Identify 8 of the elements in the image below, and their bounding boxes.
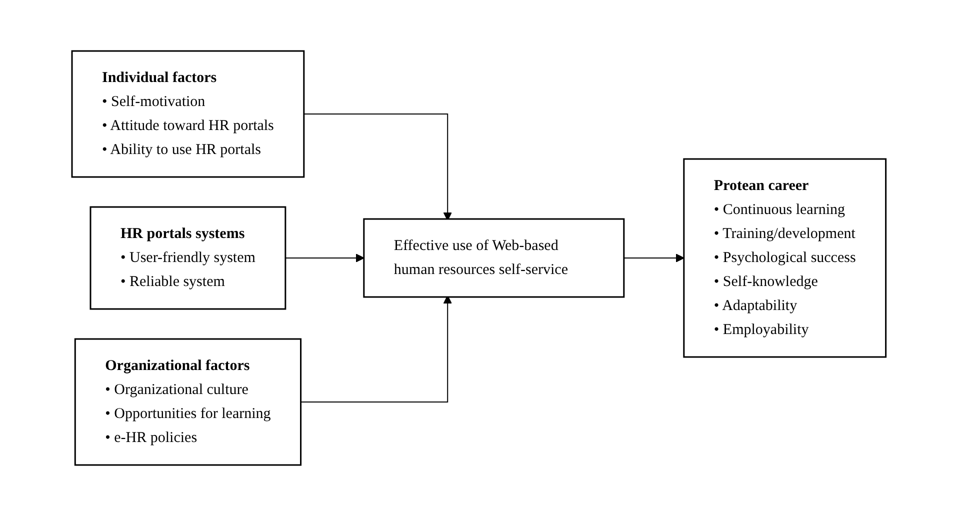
node-box: HR portals systems • User-friendly system • Reliable system	[89, 206, 286, 310]
node-box: Protean career • Continuous learning • Training/development • Psychological success • Self-knowledge • Adaptability • Employability	[682, 158, 886, 358]
node-box: Individual factors • Self-motivation • Attitude toward HR portals • Ability to use HR portals	[70, 50, 304, 178]
node-box: Effective use of Web-based human resources self-service	[362, 218, 624, 298]
arrow	[303, 114, 452, 221]
arrow	[623, 254, 684, 262]
arrow	[284, 254, 364, 262]
node-box: Organizational factors • Organizational culture • Opportunities for learning • e-HR policies	[74, 338, 302, 466]
